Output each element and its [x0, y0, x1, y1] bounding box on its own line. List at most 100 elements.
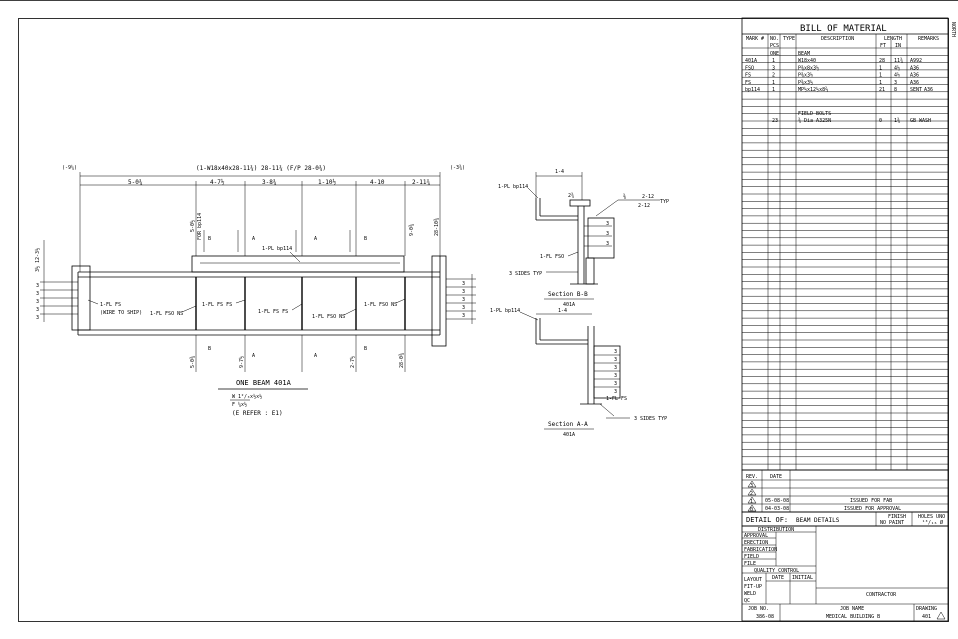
bb-bolt-3: 3 — [606, 241, 609, 247]
end-left-dim: (-9¼) — [62, 165, 77, 171]
bom-hdr-type: TYPE — [783, 36, 795, 42]
fs-ship-label: 1-FL FS — [100, 302, 121, 308]
section-cut-a-top: A — [252, 236, 255, 242]
dist-field: FIELD — [744, 554, 759, 560]
bb-sides: 3 SIDES TYP — [509, 271, 542, 277]
bom-hdr-desc: DESCRIPTION — [821, 36, 854, 42]
left-bolt-5: 3 — [36, 315, 39, 321]
top-vert-for: FOR bp114 — [197, 213, 203, 240]
bom-field-label: FIELD BOLTS — [798, 111, 831, 117]
section-cut-b-bot: B — [208, 346, 211, 352]
bom-cell: SENT — [910, 87, 922, 93]
section-cut-a-bot-2: A — [314, 353, 317, 359]
qc-hdr-date: DATE — [772, 575, 784, 581]
rev-triangle-0 — [747, 504, 757, 512]
bottom-vert-dim-2: 9-7½ — [238, 356, 245, 368]
finish-value: NO PAINT — [880, 520, 904, 526]
bb-weld-a: 2-12 — [642, 194, 654, 200]
rev-triangle-2 — [747, 488, 757, 496]
spacing-dim-4: 1-10½ — [318, 179, 336, 186]
beam-sub-2: F ¼x½ — [232, 401, 247, 408]
rev-date-2: 04-03-08 — [765, 506, 789, 512]
bom-cell: 1 — [772, 80, 775, 86]
bom-sub-ft: FT — [880, 43, 886, 49]
aa-bolt-3: 3 — [614, 365, 617, 371]
dist-file: FILE — [744, 561, 756, 567]
beam-elevation: (-9¼) (-3¾) (1-W18x40x28-11¾) 28-11¾ (F/… — [34, 165, 476, 417]
bom-cell: FSO — [745, 65, 754, 71]
bb-title: Section B-B — [548, 291, 588, 298]
bom-cell: FS — [745, 73, 751, 79]
drawing-rev-triangle — [936, 611, 946, 620]
detail-of-block: DETAIL OF: BEAM DETAILS FINISH NO PAINT … — [741, 511, 949, 527]
dist-erection: ERECTION — [744, 540, 768, 546]
job-no: 386-08 — [756, 614, 774, 620]
bom-grid — [742, 47, 948, 465]
bom-hdr-remarks: REMARKS — [918, 36, 939, 42]
aa-plate: 1-PL bp114 — [490, 308, 520, 314]
bom-cell: A36 — [910, 73, 919, 79]
left-bolt-2: 3 — [36, 291, 39, 297]
section-cut-b-bot-2: B — [364, 346, 367, 352]
bb-weld-b: 2-12 — [638, 203, 650, 209]
left-bolt-spacing: 3 3 3 3 3 — [36, 283, 39, 321]
section-cut-a-top-2: A — [314, 236, 317, 242]
spacing-dim-3: 3-8¾ — [262, 179, 277, 186]
job-name-label: JOB NAME — [840, 606, 864, 612]
rev-triangle-1 — [747, 496, 757, 504]
rev-desc-2: ISSUED FOR APPROVAL — [844, 506, 901, 512]
bottom-vert-dim-1: 5-0¾ — [190, 356, 196, 368]
bom-cell: P⅜x3½ — [798, 72, 813, 79]
rev-hdr-rev: REV. — [746, 474, 758, 480]
revision-block: REV. DATE 3 2 1 0 05-08-08 ISSUED FOR FA… — [741, 469, 949, 513]
dist-fabrication: FABRICATION — [744, 547, 777, 553]
beam-refer: (E REFER : E1) — [232, 410, 283, 417]
bom-sub-in: IN — [895, 43, 901, 49]
aa-bolt-5: 3 — [614, 381, 617, 387]
rev-desc-1: ISSUED FOR FAB — [850, 498, 892, 504]
spacing-dim-1: 5-0¾ — [128, 179, 143, 186]
right-bolt-spacing: 3 3 3 3 3 — [462, 281, 465, 319]
spacing-dim-5: 4-10 — [370, 179, 385, 186]
bom-sub-one: ONE — [770, 51, 779, 57]
label-fso-ns-1: 1-FL FSO NS — [150, 311, 183, 317]
bom-cell: P⅜x8x3½ — [798, 64, 819, 71]
right-bolt-4: 3 — [462, 305, 465, 311]
bom-title: BILL OF MATERIAL — [800, 24, 887, 34]
bom-cell: A36 — [924, 87, 933, 93]
top-plate — [191, 255, 405, 273]
rev-mark-2: 2 — [750, 491, 753, 497]
label-fso-ns-3: 1-FL FSO NS — [364, 302, 397, 308]
bb-weld-size: ⅜ — [623, 193, 626, 200]
bom-cell: A992 — [910, 58, 922, 64]
beam-sub-1: W 1²/₃x½x½ — [232, 393, 262, 400]
aa-bolt-4: 3 — [614, 373, 617, 379]
bom-cell: 1 — [879, 65, 882, 71]
aa-sides: 3 SIDES TYP — [634, 416, 667, 422]
qc-weld: WELD — [744, 591, 756, 597]
detail-of-label: DETAIL OF: — [746, 516, 788, 524]
aa-bolt-1: 3 — [614, 349, 617, 355]
bom-cell: 4½ — [894, 72, 900, 79]
bottom-vert-dim-4: 28-0¾ — [399, 353, 405, 368]
right-bolt-5: 3 — [462, 313, 465, 319]
bom-sub-pcs: PCS — [770, 43, 779, 49]
holes-value: ¹³/₁₆ Ø — [922, 519, 943, 526]
aa-fl: 1-FL FS — [606, 396, 627, 402]
left-bolt-4: 3 — [36, 307, 39, 313]
bb-weld-typ: TYP — [660, 199, 669, 205]
bom-hdr-length: LENGTH — [884, 36, 902, 42]
wire-ship-label: (WIRE TO SHIP) — [100, 310, 142, 316]
rev-date-1: 05-08-08 — [765, 498, 789, 504]
title-block: DISTRIBUTION APPROVAL ERECTION FABRICATI… — [741, 525, 949, 622]
top-vert-dim-2: 9-0¾ — [409, 224, 415, 236]
section-cut-b-top: B — [208, 236, 211, 242]
bb-plate: 1-PL bp114 — [498, 184, 528, 190]
bom-hdr-mark: MARK # — [746, 36, 764, 42]
top-vert-dim-3: 28-10¾ — [434, 218, 440, 236]
bom-cell: 28 — [879, 58, 885, 64]
drawing-no: 401 — [922, 614, 931, 620]
bom-cell: 1 — [879, 80, 882, 86]
bb-dim-top: 1-4 — [555, 169, 564, 175]
spacing-dim-2: 4-7½ — [210, 179, 225, 186]
